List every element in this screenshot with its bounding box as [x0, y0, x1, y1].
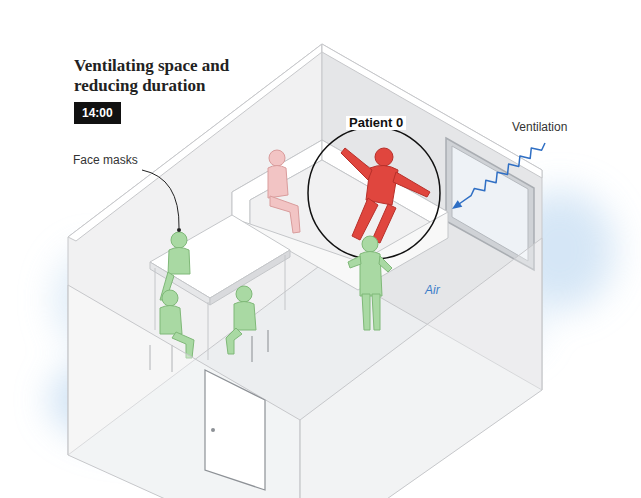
door — [205, 370, 265, 490]
front-wall-right — [300, 238, 542, 498]
table — [150, 215, 290, 360]
window-glass — [452, 146, 528, 261]
seated-person-front-right — [226, 286, 268, 362]
ventilation-label: Ventilation — [512, 120, 567, 134]
ventilation-arrowhead — [452, 200, 462, 209]
title: Ventilating space and reducing duration — [74, 56, 256, 96]
front-wall-left — [68, 285, 300, 498]
door-knob — [211, 428, 215, 432]
time-box: 14:00 — [74, 102, 121, 124]
pink-person — [268, 150, 300, 233]
patient-circle — [308, 127, 440, 259]
seated-person-back — [160, 232, 190, 300]
callout-label: Face masks — [73, 153, 138, 167]
patient-zero — [341, 148, 430, 243]
ventilation-arrow — [459, 143, 545, 204]
leader-line — [142, 170, 179, 228]
standing-person — [348, 236, 392, 330]
leader-dot — [177, 228, 181, 232]
window-frame — [446, 138, 534, 270]
patient-label: Patient 0 — [346, 116, 406, 130]
air-label: Air — [425, 283, 440, 297]
time-label: 14:00 — [82, 106, 113, 120]
